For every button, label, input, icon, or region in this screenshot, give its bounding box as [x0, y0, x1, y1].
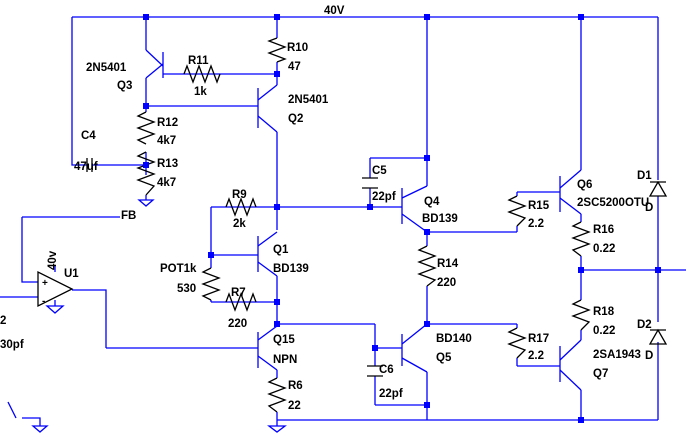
- left-voltage-label: 2: [0, 315, 6, 327]
- r17-value: 2.2: [528, 350, 544, 362]
- r14-label: R14: [437, 258, 459, 270]
- c4-symbol: [86, 158, 93, 172]
- r14-symbol: [417, 245, 437, 287]
- c6-label: C6: [379, 364, 394, 376]
- r12-value: 4k7: [157, 135, 176, 147]
- q3-type-label: 2N5401: [86, 62, 127, 74]
- q15-label: Q15: [273, 334, 295, 346]
- pot-symbol: [201, 267, 221, 301]
- r13-value: 4k7: [157, 177, 176, 189]
- r17-label: R17: [528, 333, 549, 345]
- r7-label: R7: [231, 287, 246, 299]
- r10-symbol: [267, 37, 287, 63]
- left-cap-label: 30pf: [0, 339, 24, 351]
- r16-label: R16: [593, 224, 614, 236]
- q15-type-label: NPN: [273, 354, 297, 366]
- junction-dots: [143, 14, 661, 423]
- r9-symbol: [225, 197, 257, 217]
- r16-symbol: [571, 221, 591, 257]
- r11-symbol: [183, 64, 221, 84]
- q5-type-label: BD140: [436, 333, 472, 345]
- ground-symbols: [31, 199, 287, 433]
- c4-label: C4: [81, 130, 96, 142]
- supply-label: 40V: [324, 5, 345, 17]
- r13-symbol: [136, 151, 156, 196]
- r15-value: 2.2: [528, 218, 544, 230]
- r16-value: 0.22: [593, 243, 615, 255]
- r6-symbol: [267, 377, 287, 413]
- r18-value: 0.22: [593, 325, 615, 337]
- r10-label: R10: [287, 42, 308, 54]
- r12-label: R12: [157, 117, 178, 129]
- q2-label: Q2: [288, 113, 303, 125]
- c5-symbol: [362, 177, 378, 189]
- r9-value: 2k: [233, 218, 246, 230]
- r14-value: 220: [437, 277, 456, 289]
- q2-type-label: 2N5401: [288, 94, 329, 106]
- r11-value: 1k: [194, 86, 207, 98]
- r12-symbol: [136, 111, 156, 145]
- u1-opamp-symbol: [37, 270, 74, 308]
- r13-label: R13: [157, 158, 178, 170]
- q6-label: Q6: [577, 179, 592, 191]
- svg-text:-: -: [42, 296, 45, 307]
- labels: 40V FB 40v U1 2N5401 Q3 R11 1k R10 47 2N…: [0, 5, 653, 412]
- r18-label: R18: [593, 306, 615, 318]
- d1-symbol: [648, 180, 668, 197]
- c6-value: 22pf: [379, 388, 403, 400]
- d1-label: D1: [637, 170, 652, 182]
- d2-label: D2: [637, 319, 652, 331]
- u1-label: U1: [64, 268, 79, 280]
- r6-label: R6: [288, 380, 303, 392]
- r18-symbol: [571, 299, 591, 331]
- c5-label: C5: [372, 165, 387, 177]
- r17-symbol: [507, 327, 527, 359]
- ground-r13: [137, 199, 155, 207]
- r7-symbol: [225, 292, 257, 312]
- ground-u1: [45, 305, 65, 314]
- ground-q15: [267, 425, 287, 433]
- r15-label: R15: [528, 200, 550, 212]
- components: + -: [37, 37, 668, 413]
- q3-label: Q3: [117, 80, 132, 92]
- d2-sub-label: D: [645, 350, 653, 362]
- r15-symbol: [507, 195, 527, 227]
- c6-symbol: [367, 365, 383, 377]
- d1-sub-label: D: [645, 202, 653, 214]
- q5-label: Q5: [436, 352, 452, 364]
- r7-value: 220: [228, 318, 247, 330]
- r11-label: R11: [188, 55, 209, 67]
- q1-type-label: BD139: [273, 263, 309, 275]
- wires: [0, 16, 686, 426]
- q1-label: Q1: [273, 244, 289, 256]
- fb-label: FB: [121, 210, 136, 222]
- q4-label: Q4: [424, 196, 440, 208]
- q7-type-label: 2SA1943: [593, 349, 641, 361]
- r10-value: 47: [288, 61, 301, 73]
- u1-supply-label: 40v: [47, 250, 59, 270]
- c4-value: 47uf: [74, 161, 98, 173]
- r6-value: 22: [288, 400, 301, 412]
- c5-value: 22pf: [372, 191, 396, 203]
- r9-label: R9: [232, 189, 247, 201]
- q6-type-label: 2SC5200OTU: [577, 197, 649, 209]
- pot-value: 530: [177, 283, 196, 295]
- svg-text:+: +: [42, 278, 48, 289]
- q4-type-label: BD139: [422, 213, 458, 225]
- pot-label: POT1k: [160, 263, 197, 275]
- d2-symbol: [648, 328, 668, 345]
- q7-label: Q7: [593, 368, 608, 380]
- ground-left: [31, 425, 49, 433]
